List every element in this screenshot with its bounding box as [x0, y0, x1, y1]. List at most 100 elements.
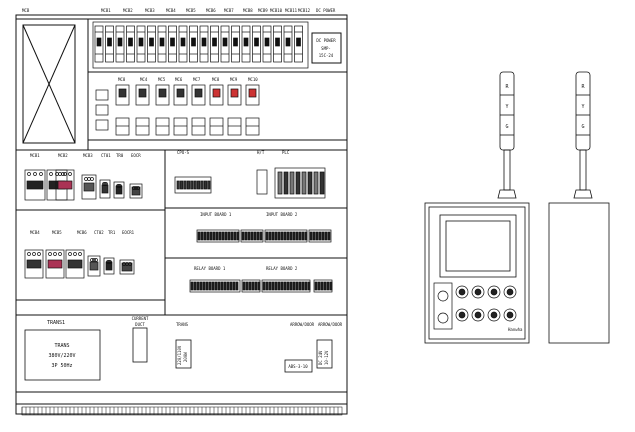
board-terminal	[265, 281, 269, 291]
mid-left-labels: MCB1 MCB2 MCB3 CT01 TR0 EOCR	[30, 153, 141, 158]
plc-rack	[274, 167, 326, 199]
bottom-label-door-2: ARROW/DOOR	[318, 322, 343, 327]
relay	[227, 84, 242, 106]
board-terminal	[206, 231, 210, 241]
board-terminal	[329, 281, 333, 291]
terminal-screw	[90, 177, 94, 181]
plc-module	[313, 171, 319, 195]
board-terminal	[211, 281, 215, 291]
timer	[173, 117, 188, 136]
boards	[189, 229, 333, 293]
current-duct	[132, 327, 148, 363]
breaker	[220, 25, 230, 63]
board-terminal	[236, 231, 240, 241]
label-mcb7: MCB7	[224, 8, 234, 13]
side-box-2-text: DC 24V	[318, 350, 323, 365]
cpu-terminal	[193, 180, 197, 190]
contactor-body	[105, 261, 113, 271]
relay-label: MC10	[248, 77, 258, 82]
board-terminal	[323, 281, 327, 291]
terminal-screw	[136, 186, 140, 190]
plc-module	[301, 171, 307, 195]
cpu-label: CPU-S	[177, 150, 190, 155]
board-terminal	[205, 281, 209, 291]
tower-pole-front	[503, 149, 511, 191]
component-label: MCB1	[30, 153, 40, 158]
push-button	[487, 285, 501, 299]
board-terminal	[233, 231, 237, 241]
label-mcb10: MCB10	[270, 8, 283, 13]
operation-panel	[424, 202, 530, 344]
board-terminal	[257, 281, 261, 291]
dc-power-text: DC POWER SMP- 15C-24	[316, 38, 336, 58]
timer	[191, 117, 206, 136]
contactor-body	[67, 259, 83, 269]
board-terminal	[286, 231, 290, 241]
board	[240, 229, 264, 243]
hmi-screen-frame	[439, 214, 517, 278]
side-box-1-text: 200W	[183, 352, 188, 362]
board-terminal	[244, 231, 248, 241]
board-terminal	[229, 281, 233, 291]
board-terminal	[202, 281, 206, 291]
label-mcb5: MCB5	[186, 8, 196, 13]
component-label: MCB2	[58, 153, 68, 158]
bottom-label-trans: TRANS	[176, 322, 189, 327]
push-button-core	[474, 311, 482, 319]
board-terminal	[274, 281, 278, 291]
component-label: EOCR1	[122, 230, 135, 235]
board-terminal	[214, 281, 218, 291]
lamp-yellow-label: Y	[505, 104, 508, 110]
board-terminal	[262, 281, 266, 291]
component-label: MCB6	[77, 230, 87, 235]
trans-text: TRANS1 TRANS 380V/220V 3P 50Hz	[47, 320, 76, 369]
dc-power-line-3: 15C-24	[319, 53, 334, 58]
breaker-toggle	[222, 37, 228, 47]
breaker-toggle	[191, 37, 196, 47]
label-mcb1: MCB1	[101, 8, 111, 13]
breaker-toggle	[117, 37, 123, 47]
contactor	[99, 179, 111, 199]
contactor-group	[24, 169, 143, 279]
small-device	[95, 104, 109, 116]
push-button	[471, 308, 485, 322]
plc-module	[295, 171, 301, 195]
contactor	[55, 169, 75, 201]
push-button	[503, 308, 517, 322]
ht-label: H/T	[257, 150, 265, 155]
breaker	[136, 25, 146, 63]
push-button	[487, 308, 501, 322]
push-button	[455, 285, 469, 299]
contactor	[45, 249, 65, 279]
board-terminal	[215, 231, 219, 241]
cpu-terminal	[197, 180, 201, 190]
push-button	[455, 308, 469, 322]
cross-line	[22, 24, 76, 144]
board-terminal	[241, 231, 245, 241]
breaker-toggle	[264, 37, 270, 47]
board-terminal	[315, 231, 319, 241]
board-terminal	[283, 231, 287, 241]
terminal-screw	[58, 172, 62, 176]
board-terminal	[251, 281, 255, 291]
component-label: TR1	[108, 230, 116, 235]
push-button-core	[458, 288, 466, 296]
board-terminal	[286, 281, 290, 291]
component-label: TR0	[116, 153, 124, 158]
trans-line-3: 3P 50Hz	[51, 363, 72, 369]
board-terminal	[277, 231, 281, 241]
contactor-body	[121, 262, 133, 272]
terminal-strip	[21, 406, 343, 416]
small-device	[95, 119, 109, 131]
component-label: MCB3	[83, 153, 93, 158]
breaker	[210, 25, 219, 63]
contactor-body	[26, 259, 42, 269]
push-button-core	[458, 311, 466, 319]
label-mcb6: MCB6	[206, 8, 216, 13]
board-terminal	[295, 231, 299, 241]
selector-switch	[437, 290, 449, 302]
relay-label: MC4	[140, 77, 148, 82]
breaker	[241, 25, 251, 63]
contactor	[24, 249, 44, 279]
